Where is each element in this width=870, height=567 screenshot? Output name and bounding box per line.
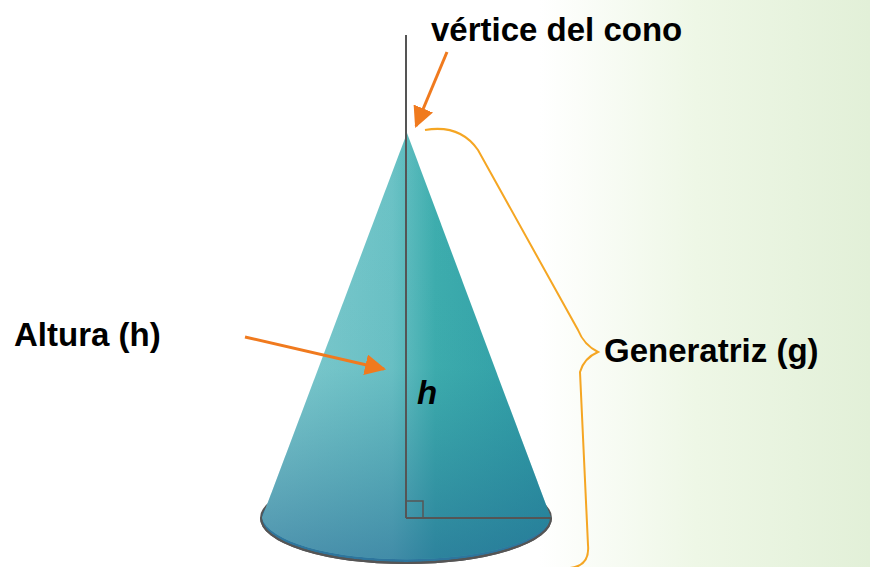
height-label: Altura (h) [14,317,161,353]
generatrix-brace [425,129,598,567]
axis-line [405,35,407,518]
vertex-label: vértice del cono [431,12,682,48]
right-angle-mark [406,501,423,518]
height-arrow [245,337,384,369]
generatrix-label: Generatriz (g) [604,333,819,369]
cone-base-front [261,518,551,563]
height-symbol: h [417,375,437,411]
radius-line [406,517,551,519]
vertex-arrow [416,52,447,126]
